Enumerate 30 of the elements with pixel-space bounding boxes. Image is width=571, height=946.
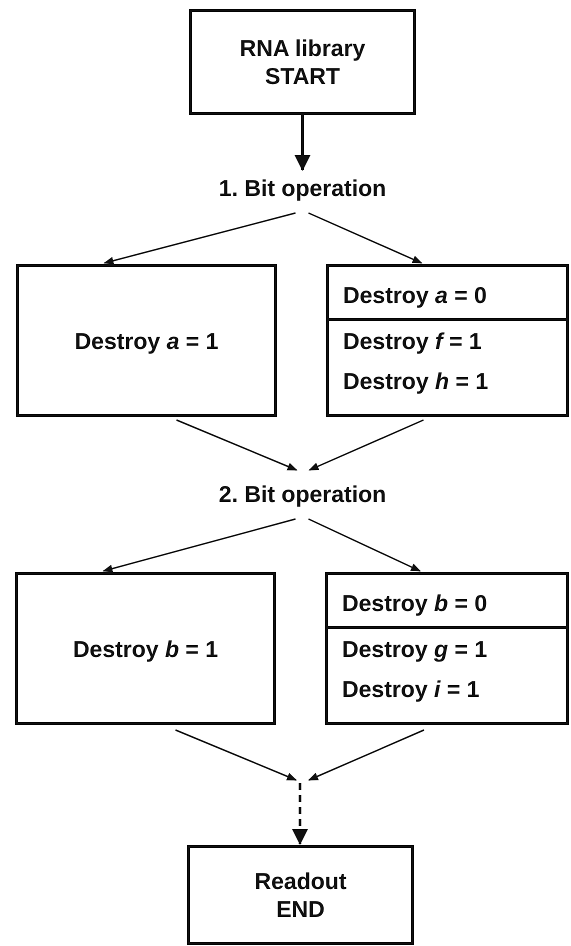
process-box bbox=[325, 572, 569, 725]
arrow bbox=[308, 518, 421, 572]
box-text: RNA library bbox=[240, 34, 366, 62]
box-text: Destroy a = 0 bbox=[329, 267, 566, 321]
process-box bbox=[15, 572, 276, 725]
box-text: Destroy b = 1 bbox=[72, 634, 218, 662]
arrow bbox=[308, 212, 422, 264]
process-box bbox=[16, 264, 277, 417]
arrow bbox=[292, 783, 308, 845]
box-text: Readout bbox=[254, 867, 346, 895]
box-text: Destroy g = 1 bbox=[341, 635, 488, 664]
process-box bbox=[189, 9, 416, 115]
step-label: 1. Bit operation bbox=[218, 174, 386, 202]
arrow bbox=[176, 419, 298, 471]
arrow bbox=[104, 212, 296, 265]
box-text: Destroy b = 0 bbox=[328, 575, 566, 629]
arrow bbox=[308, 729, 424, 781]
process-box bbox=[326, 264, 569, 417]
box-text: END bbox=[276, 895, 325, 923]
step-label: 2. Bit operation bbox=[218, 480, 386, 508]
arrow bbox=[294, 115, 310, 171]
process-box bbox=[187, 845, 414, 945]
box-text: Destroy h = 1 bbox=[342, 367, 490, 396]
arrow bbox=[175, 729, 297, 781]
arrow bbox=[308, 419, 424, 471]
box-text: Destroy a = 1 bbox=[74, 326, 218, 354]
arrow bbox=[102, 518, 296, 572]
box-text: Destroy f = 1 bbox=[342, 327, 483, 356]
box-text: START bbox=[265, 62, 340, 90]
box-text: Destroy i = 1 bbox=[341, 675, 480, 704]
